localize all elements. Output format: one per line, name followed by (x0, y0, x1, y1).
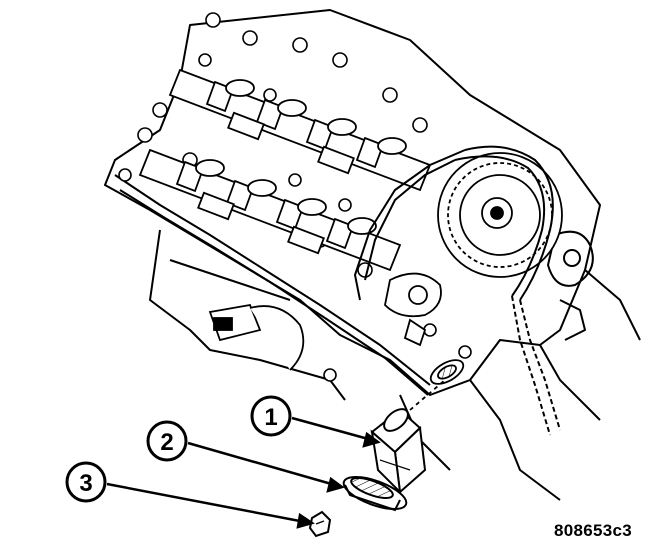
callout-1: 1 (250, 395, 292, 437)
callout-2-label: 2 (160, 429, 173, 456)
leader-1 (291, 416, 373, 442)
leader-2 (187, 441, 336, 487)
timing-chain (353, 145, 561, 436)
leader-lines (106, 416, 381, 529)
leader-1-arrowhead (362, 431, 381, 448)
chain-guide (384, 272, 442, 347)
timing-chain-tensioner (370, 408, 427, 495)
callout-1-label: 1 (264, 404, 277, 431)
sensor-connector (208, 303, 305, 371)
figure-id: 808653c3 (553, 521, 632, 540)
camshafts (138, 68, 432, 272)
tensioner-seal (342, 476, 408, 512)
callout-3: 3 (65, 461, 107, 503)
tensioner-bore (409, 359, 465, 411)
callout-2: 2 (146, 420, 188, 462)
tensioner-plug (308, 510, 332, 538)
leader-2-arrowhead (326, 476, 345, 493)
leader-3-arrowhead (296, 512, 315, 529)
leader-3 (106, 482, 306, 524)
callout-3-label: 3 (79, 470, 92, 497)
